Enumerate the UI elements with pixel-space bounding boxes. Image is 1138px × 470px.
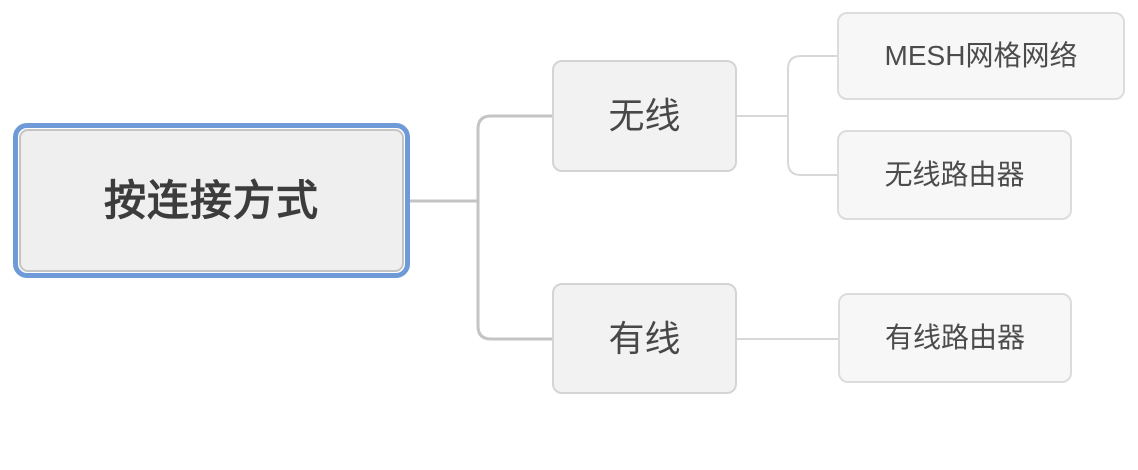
branch-node-label: 无线 — [608, 95, 681, 136]
leaf-node-wired-router[interactable]: 有线路由器 — [838, 293, 1072, 383]
branch-node-wired[interactable]: 有线 — [552, 283, 737, 394]
connector-root-trunk — [476, 114, 552, 341]
leaf-node-label: 无线路由器 — [884, 159, 1025, 190]
leaf-node-mesh-network[interactable]: MESH网格网络 — [837, 12, 1125, 100]
root-node[interactable]: 按连接方式 — [13, 123, 410, 278]
connector-wireless-trunk — [787, 55, 837, 176]
branch-node-label: 有线 — [608, 317, 681, 359]
root-node-body: 按连接方式 — [19, 129, 404, 272]
leaf-node-label: MESH网格网络 — [884, 40, 1078, 71]
leaf-node-label: 有线路由器 — [884, 322, 1025, 353]
branch-node-wireless[interactable]: 无线 — [552, 60, 737, 172]
root-node-label: 按连接方式 — [103, 176, 319, 224]
leaf-node-wireless-router[interactable]: 无线路由器 — [837, 130, 1072, 220]
